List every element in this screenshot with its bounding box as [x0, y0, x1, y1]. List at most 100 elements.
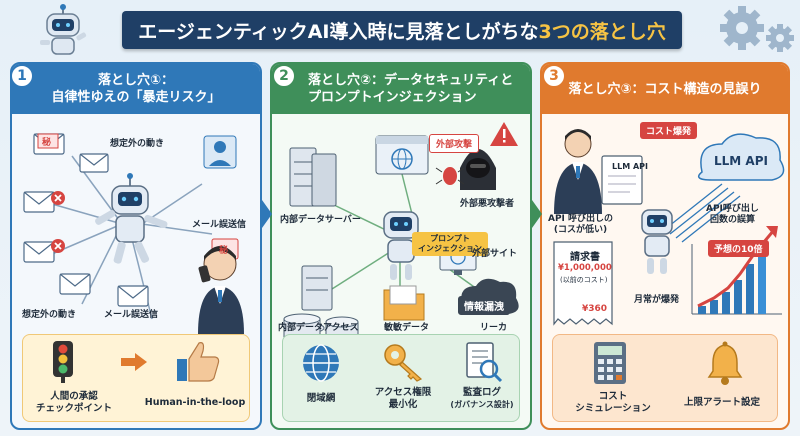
- panel-number-3: 3: [542, 64, 566, 88]
- prompt-injection-line1: プロンプト: [430, 234, 470, 243]
- invoice-icon: [553, 241, 613, 326]
- label-mis-send-right: メール誤送信: [192, 220, 247, 230]
- robot-cost-icon: [641, 209, 673, 274]
- robot-agent-icon: [383, 211, 419, 280]
- label-monthly: 月常が爆発: [634, 295, 680, 305]
- panel-cost: 落とし穴③：コスト構造の見誤り: [540, 62, 790, 430]
- api-count-line2: 回数の誤算: [709, 215, 755, 225]
- browser-globe-icon: [375, 135, 429, 175]
- panel-1-head-line1: 落とし穴①：: [97, 73, 174, 88]
- invoice-amount: ¥1,000,000: [558, 263, 612, 273]
- panel-2-solution-box: 閉域網 アクセス権限 最小化 監査ログ (ガバナンス設計): [282, 334, 520, 422]
- mail-envelope-icon: [23, 133, 149, 307]
- api-low-line1: API 呼び出しの: [548, 214, 614, 224]
- access-minimize-label: アクセス権限 最小化: [363, 387, 443, 411]
- title-main: エージェンティックAI導入時に見落としがちな: [138, 20, 539, 43]
- cost-growth-chart: [691, 244, 782, 315]
- worried-businessman-icon: [198, 246, 244, 334]
- panel-2-header: 落とし穴②：データセキュリティと プロンプトインジェクション: [272, 64, 530, 114]
- globe-network-icon: [303, 344, 339, 382]
- invoice-title: 請求書: [570, 252, 600, 263]
- cost-scene: [553, 129, 785, 326]
- title-highlight: 3つの落とし穴: [538, 20, 666, 43]
- page-title: エージェンティックAI導入時に見落としがちな 3つの落とし穴: [122, 11, 682, 49]
- hacker-icon: [460, 149, 496, 190]
- traffic-light-icon: [53, 341, 73, 383]
- businessman-icon: [554, 129, 602, 214]
- panel-3-header: 落とし穴③：コスト構造の見誤り: [542, 64, 788, 114]
- api-count-line1: API呼び出し: [706, 204, 759, 214]
- panel-1-head-line2: 自律性ゆえの「暴走リスク」: [51, 90, 221, 105]
- key-icon: [384, 344, 423, 382]
- label-external-attack: 外部攻撃: [429, 134, 480, 153]
- cost-explosion-badge: コスト爆発: [640, 122, 698, 139]
- closed-network-label: 閉域網: [306, 393, 336, 404]
- user-avatar-icon: [203, 135, 237, 169]
- invoice-prev: (以前のコスト): [560, 276, 608, 284]
- label-llm-api-doc: LLM API: [612, 162, 648, 171]
- label-api-low: API 呼び出しの (コスが低い): [548, 214, 613, 236]
- label-llm-api-cloud: LLM API: [714, 154, 768, 168]
- cost-simulation-label: コスト シミュレーション: [565, 391, 661, 415]
- prompt-injection-line2: インジェクション: [418, 244, 482, 253]
- sensitive-folder-icon: [383, 285, 425, 321]
- panel-3-solution-box: コスト シミュレーション 上限アラート設定: [552, 334, 778, 422]
- label-leaker: リーカ: [480, 323, 508, 333]
- calculator-icon: [594, 342, 626, 384]
- label-api-count: API呼び出し 回数の誤算: [706, 204, 759, 226]
- label-secret-1: 秘: [42, 138, 52, 148]
- thumbs-up-icon: [177, 342, 220, 382]
- flow-chevron-1: [262, 200, 272, 228]
- api-document-icon: [601, 155, 643, 205]
- panel-1-header: 落とし穴①： 自律性ゆえの「暴走リスク」: [12, 64, 260, 114]
- prompt-injection-badge: プロンプト インジェクション: [412, 232, 488, 256]
- gear-icon: [720, 6, 794, 52]
- label-external-site: 外部サイト: [472, 249, 518, 259]
- audit-line1: 監査ログ: [462, 387, 501, 398]
- robot-mascot-icon: [40, 4, 87, 55]
- sim-line2: シミュレーション: [575, 403, 651, 414]
- label-internal-server: 内部データサーバー: [280, 215, 361, 225]
- label-external-attacker: 外部悪攻撃者: [460, 199, 515, 209]
- audit-log-icon: [466, 342, 503, 383]
- server-icon: [289, 147, 337, 207]
- label-mis-send-bottom: メール誤送信: [104, 310, 159, 320]
- invoice-small-amount: ¥360: [582, 304, 608, 314]
- access-line2: 最小化: [388, 399, 418, 410]
- panel-number-2: 2: [272, 64, 296, 88]
- arrow-right-icon: [121, 353, 147, 371]
- hitl-checkpoint-line1: 人間の承認: [50, 391, 98, 402]
- sim-line1: コスト: [598, 391, 628, 402]
- ten-times-badge: 予想の10倍: [708, 240, 769, 257]
- flow-chevron-2: [532, 200, 542, 228]
- alert-bell-icon: [707, 341, 743, 385]
- panel-3-head-line1: 落とし穴③：コスト構造の見誤り: [568, 81, 762, 97]
- label-unexpected-top: 想定外の動き: [110, 139, 165, 149]
- server-rack-icon: [301, 265, 333, 311]
- api-low-line2: (コスが低い): [553, 225, 608, 235]
- panel-2-head-line2: プロンプトインジェクション: [308, 90, 477, 105]
- warning-icon: [490, 122, 518, 146]
- robot-runaway-icon: [95, 173, 168, 264]
- panel-2-head-line1: 落とし穴②：データセキュリティと: [308, 73, 514, 88]
- label-sensitive-data: 敏敏データ: [384, 323, 430, 333]
- audit-line2: (ガバナンス設計): [450, 400, 514, 409]
- panel-number-1: 1: [10, 64, 34, 88]
- hitl-checkpoint-line2: チェックポイント: [35, 403, 112, 414]
- bug-icon: [435, 167, 465, 185]
- llm-cloud-icon: [697, 133, 785, 181]
- label-unexpected-bottom: 想定外の動き: [22, 310, 77, 320]
- label-info-leak: 情報漏洩: [458, 296, 510, 315]
- label-secret-2: 秘: [219, 246, 229, 256]
- label-internal-access: 内部データアクセス: [278, 323, 359, 333]
- audit-log-label: 監査ログ (ガバナンス設計): [443, 387, 521, 411]
- alert-setting-label: 上限アラート設定: [683, 397, 760, 408]
- error-x-icon: [51, 191, 65, 253]
- panel-1-solution-box: 人間の承認 チェックポイント Human-in-the-loop: [22, 334, 250, 422]
- access-line1: アクセス権限: [374, 387, 432, 398]
- panel-security: 落とし穴②：データセキュリティと プロンプトインジェクション: [270, 62, 532, 430]
- panel-1-bottom-left: 人間の承認 チェックポイント: [29, 391, 119, 415]
- runaway-scene: [23, 133, 244, 334]
- panel-runaway-risk: 落とし穴①： 自律性ゆえの「暴走リスク」: [10, 62, 262, 430]
- hitl-label: Human-in-the-loop: [144, 397, 246, 408]
